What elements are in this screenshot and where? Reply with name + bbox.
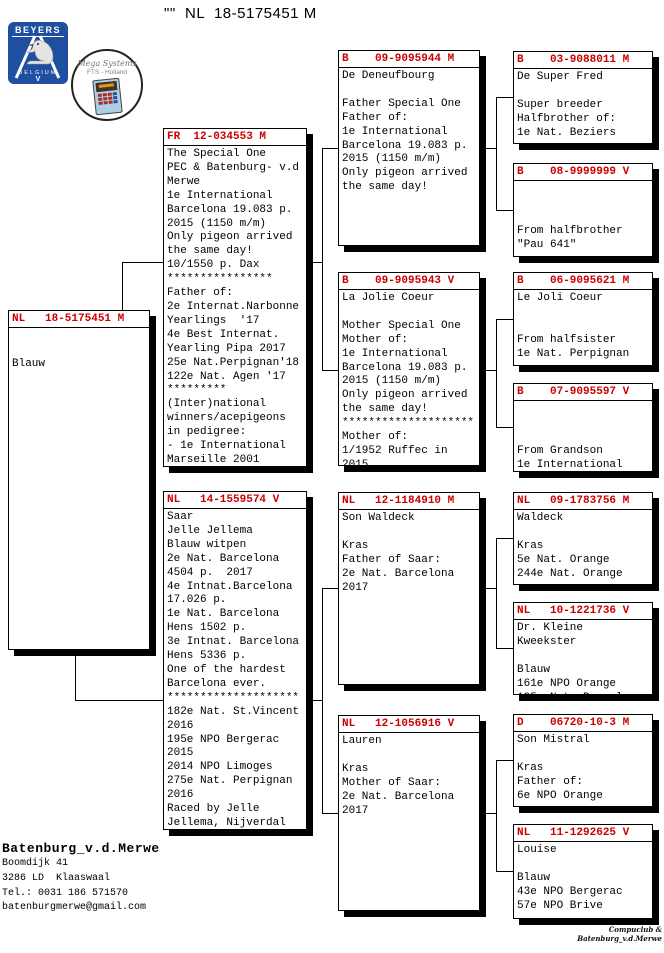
pedigree-box-body: Saar Jelle Jellema Blauw witpen 2e Nat. …	[167, 511, 300, 829]
connector-line	[322, 148, 323, 370]
pedigree-box-grandfather-maternal: NL 12-1184910 M Son Waldeck Kras Father …	[338, 492, 480, 685]
ring-number-header: B 07-9095597 V	[514, 384, 652, 401]
ring-number-header: B 09-9095943 V	[339, 273, 479, 290]
pedigree-box-body: Dr. Kleine Kweekster Blauw 161e NPO Oran…	[517, 622, 642, 694]
ring-number-header: B 09-9095944 M	[339, 51, 479, 68]
connector-line	[496, 97, 497, 210]
ring-number-header: NL 11-1292625 V	[514, 825, 652, 842]
pedigree-box-great-grandparent-6: NL 10-1221736 V Dr. Kleine Kweekster Bla…	[513, 602, 653, 695]
ring-number-header: NL 12-1056916 V	[339, 716, 479, 733]
beyers-logo: BEYERS BELGIUM V	[8, 22, 68, 84]
pedigree-box-body: Son Waldeck Kras Father of Saar: 2e Nat.…	[342, 512, 455, 594]
connector-line	[480, 148, 496, 149]
mega-systems-logo: Mega Systems FTS - Holland	[71, 49, 143, 121]
pedigree-box-subject: NL 18-5175451 M Blauw	[8, 310, 150, 650]
calculator-icon	[91, 77, 123, 116]
connector-line	[75, 650, 76, 700]
compuclub-credit: Compuclub & Batenburg_v.d.Merwe	[577, 925, 662, 943]
connector-line	[322, 588, 323, 813]
pedigree-box-body: La Jolie Coeur Mother Special One Mother…	[342, 292, 475, 466]
title-quotes: ""	[164, 5, 176, 22]
pedigree-box-great-grandparent-4: B 07-9095597 V From Grandson 1e Internat…	[513, 383, 653, 472]
connector-line	[322, 370, 338, 371]
title-text: NL 18-5175451 M	[185, 5, 317, 22]
pedigree-box-grandmother-maternal: NL 12-1056916 V Lauren Kras Mother of Sa…	[338, 715, 480, 911]
ring-number-header: NL 09-1783756 M	[514, 493, 652, 510]
owner-address-line1: Boomdijk 41	[2, 858, 69, 869]
connector-line	[496, 319, 497, 427]
pedigree-box-body: The Special One PEC & Batenburg- v.d Mer…	[167, 148, 300, 466]
connector-line	[496, 871, 513, 872]
connector-line	[496, 538, 497, 648]
pedigree-box-body: Blauw	[12, 357, 46, 370]
mega-systems-subtitle: FTS - Holland	[86, 69, 128, 76]
owner-email: batenburgmerwe@gmail.com	[2, 902, 147, 913]
ring-number-header: D 06720-10-3 M	[514, 715, 652, 732]
connector-line	[480, 813, 496, 814]
connector-line	[496, 760, 497, 871]
pedigree-box-great-grandparent-2: B 08-9999999 V From halfbrother "Pau 641…	[513, 163, 653, 257]
ring-number-header: B 03-9088011 M	[514, 52, 652, 69]
connector-line	[496, 760, 513, 761]
pigeon-icon	[25, 40, 54, 65]
connector-line	[122, 262, 164, 263]
connector-line	[75, 700, 163, 701]
ring-number-header: B 06-9095621 M	[514, 273, 652, 290]
pedigree-box-great-grandparent-5: NL 09-1783756 M Waldeck Kras 5e Nat. Ora…	[513, 492, 653, 585]
pedigree-box-body: De Deneufbourg Father Special One Father…	[342, 70, 468, 194]
pedigree-box-body: From Grandson 1e International	[517, 444, 623, 471]
pedigree-box-grandmother-paternal: B 09-9095943 V La Jolie Coeur Mother Spe…	[338, 272, 480, 466]
connector-line	[307, 700, 322, 701]
connector-line	[480, 370, 496, 371]
ring-number-header: FR 12-034553 M	[164, 129, 306, 146]
owner-phone: Tel.: 0031 186 571570	[2, 888, 129, 899]
pedigree-box-mother: NL 14-1559574 V Saar Jelle Jellema Blauw…	[163, 491, 307, 830]
connector-line	[307, 262, 322, 263]
pedigree-box-great-grandparent-8: NL 11-1292625 V Louise Blauw 43e NPO Ber…	[513, 824, 653, 919]
pedigree-box-grandfather-paternal: B 09-9095944 M De Deneufbourg Father Spe…	[338, 50, 480, 246]
mega-systems-name: Mega Systems	[77, 59, 137, 68]
beyers-logo-name: BEYERS	[12, 25, 64, 37]
pedigree-box-body: Lauren Kras Mother of Saar: 2e Nat. Barc…	[342, 735, 455, 817]
connector-line	[496, 319, 513, 320]
ring-number-header: NL 14-1559574 V	[164, 492, 306, 509]
connector-line	[322, 813, 338, 814]
pedigree-box-great-grandparent-7: D 06720-10-3 M Son Mistral Kras Father o…	[513, 714, 653, 807]
pedigree-box-body: Son Mistral Kras Father of: 6e NPO Orang…	[517, 734, 603, 802]
connector-line	[496, 427, 513, 428]
pedigree-box-body: Le Joli Coeur From halfsister 1e Nat. Pe…	[517, 292, 630, 360]
connector-line	[122, 262, 123, 310]
title-ring-number	[176, 5, 185, 22]
pedigree-box-body: Waldeck Kras 5e Nat. Orange 244e Nat. Or…	[517, 512, 623, 580]
pedigree-box-father: FR 12-034553 M The Special One PEC & Bat…	[163, 128, 307, 467]
ring-number-header: NL 18-5175451 M	[9, 311, 149, 328]
calculator-keys	[97, 92, 118, 105]
connector-line	[496, 538, 513, 539]
connector-line	[496, 97, 513, 98]
ring-number-header: NL 10-1221736 V	[514, 603, 652, 620]
beyers-logo-v: V	[35, 76, 41, 83]
ring-number-header: B 08-9999999 V	[514, 164, 652, 181]
connector-line	[322, 148, 338, 149]
connector-line	[322, 588, 338, 589]
connector-line	[480, 588, 496, 589]
ring-number-header: NL 12-1184910 M	[339, 493, 479, 510]
pedigree-box-body: From halfbrother "Pau 641"	[517, 224, 623, 251]
pedigree-box-body: Louise Blauw 43e NPO Bergerac 57e NPO Br…	[517, 844, 623, 912]
owner-name: Batenburg_v.d.Merwe	[2, 841, 160, 856]
page-title: "" NL 18-5175451 M	[164, 5, 317, 22]
pedigree-box-body: De Super Fred Super breeder Halfbrother …	[517, 71, 617, 139]
connector-line	[496, 210, 513, 211]
owner-address-line2: 3286 LD Klaaswaal	[2, 873, 111, 884]
calculator-screen	[95, 80, 117, 93]
connector-line	[496, 648, 513, 649]
pedigree-box-great-grandparent-1: B 03-9088011 M De Super Fred Super breed…	[513, 51, 653, 144]
beyers-logo-country: BELGIUM	[18, 70, 58, 76]
pedigree-box-great-grandparent-3: B 06-9095621 M Le Joli Coeur From halfsi…	[513, 272, 653, 366]
